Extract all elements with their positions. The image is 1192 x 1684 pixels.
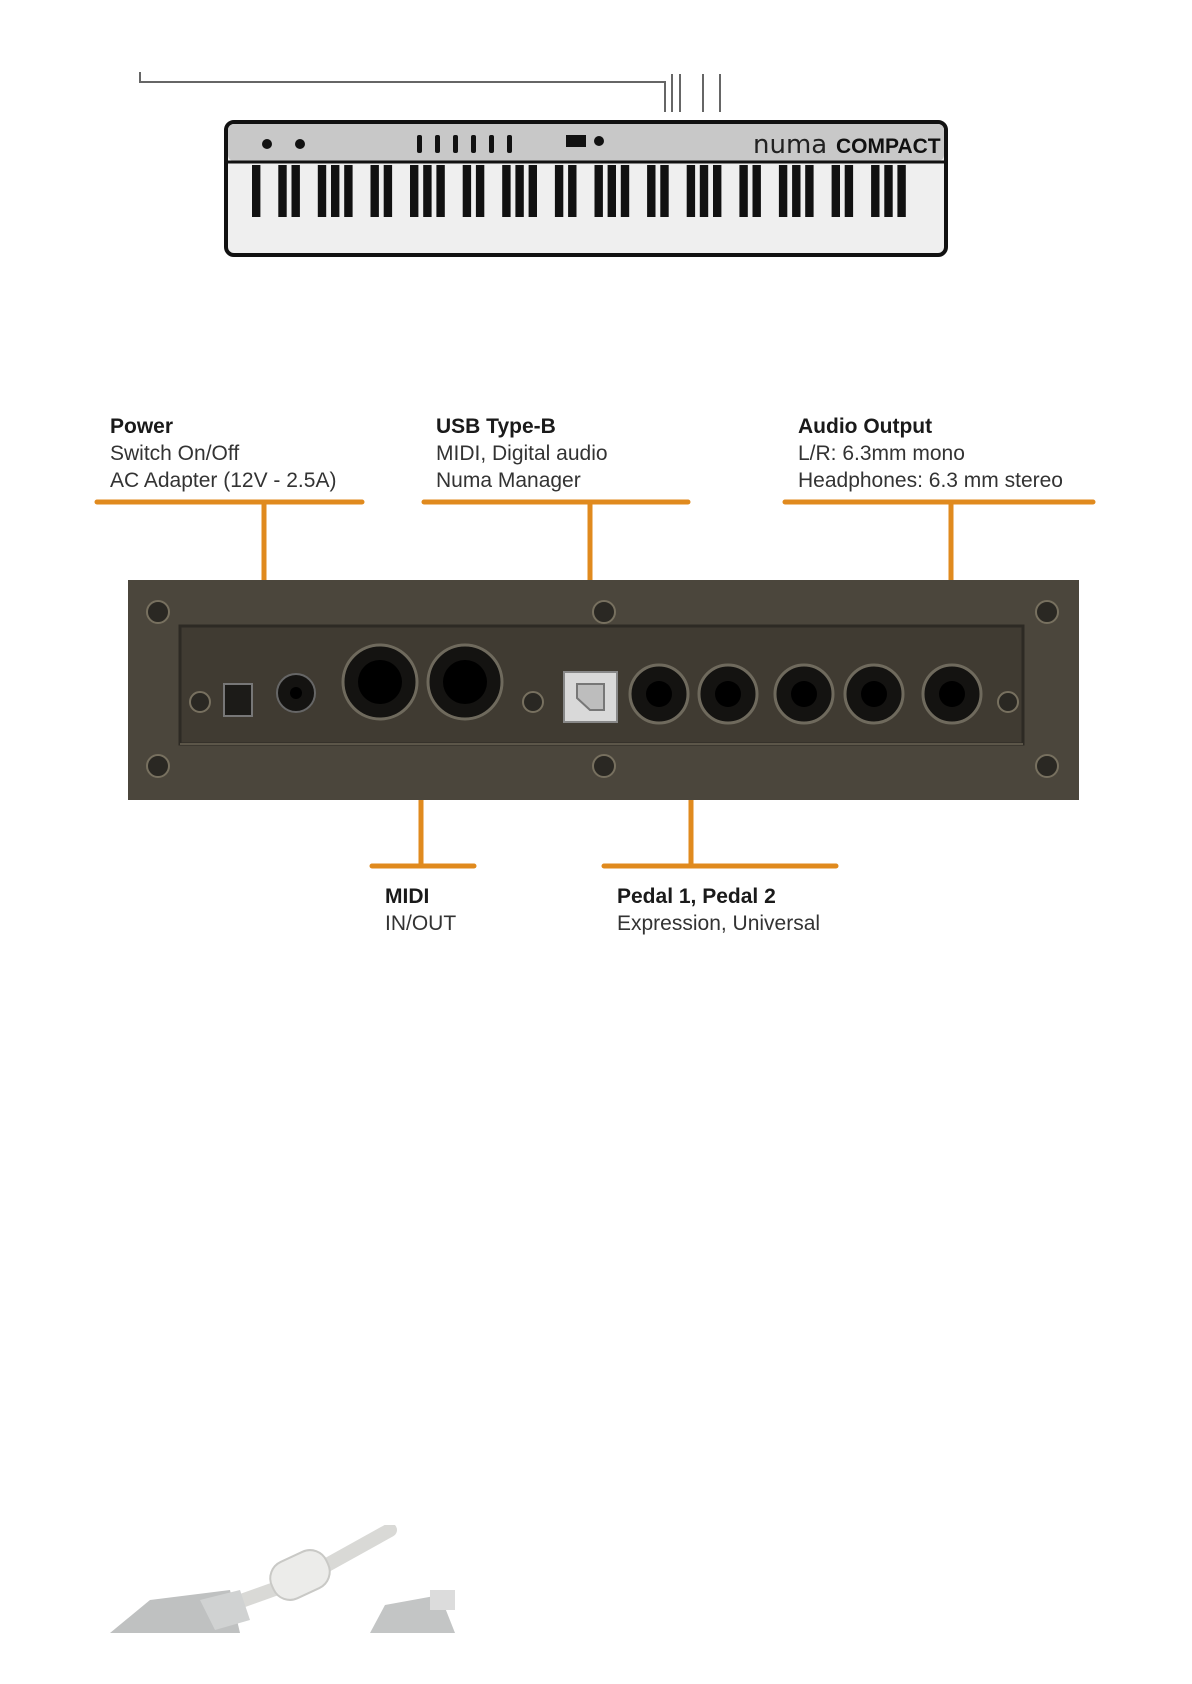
- callout-power: Power Switch On/Off AC Adapter (12V - 2.…: [110, 413, 336, 494]
- callout-audio-title: Audio Output: [798, 413, 1063, 440]
- callout-usb-line-1: MIDI, Digital audio: [436, 440, 608, 467]
- callout-audio-line-1: L/R: 6.3mm mono: [798, 440, 1063, 467]
- callout-midi-title: MIDI: [385, 883, 456, 910]
- callout-audio-line-2: Headphones: 6.3 mm stereo: [798, 467, 1063, 494]
- callout-power-title: Power: [110, 413, 336, 440]
- callout-pedal-title: Pedal 1, Pedal 2: [617, 883, 820, 910]
- callout-midi-line-1: IN/OUT: [385, 910, 456, 937]
- callout-usb: USB Type-B MIDI, Digital audio Numa Mana…: [436, 413, 608, 494]
- callout-usb-line-2: Numa Manager: [436, 467, 608, 494]
- callout-audio: Audio Output L/R: 6.3mm mono Headphones:…: [798, 413, 1063, 494]
- callout-pedal: Pedal 1, Pedal 2 Expression, Universal: [617, 883, 820, 937]
- power-switch: [224, 684, 252, 716]
- callout-midi: MIDI IN/OUT: [385, 883, 456, 937]
- callout-power-line-2: AC Adapter (12V - 2.5A): [110, 467, 336, 494]
- callout-pedal-line-1: Expression, Universal: [617, 910, 820, 937]
- callout-usb-title: USB Type-B: [436, 413, 608, 440]
- callout-power-line-1: Switch On/Off: [110, 440, 336, 467]
